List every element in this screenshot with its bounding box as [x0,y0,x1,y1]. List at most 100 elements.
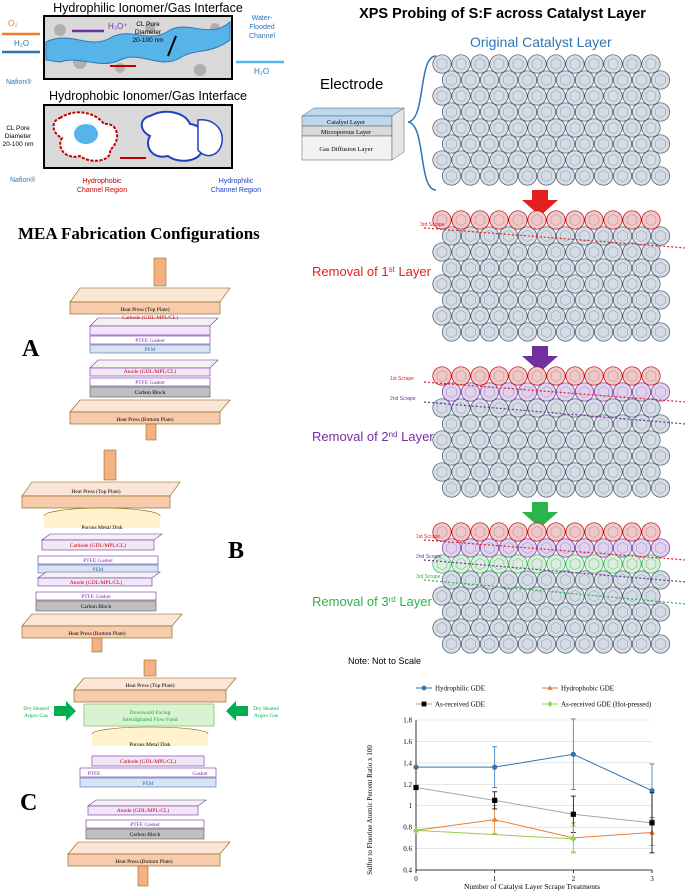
data-point [492,764,498,770]
catalyst-particle [574,446,595,466]
catalyst-particle [565,554,585,574]
catalyst-particle-core [550,122,562,134]
catalyst-particle-core [522,606,533,618]
catalyst-particle-core [655,106,666,118]
catalyst-particle-core [588,622,600,634]
catalyst-particle-core [588,58,600,70]
catalyst-particle [441,258,462,278]
catalyst-particle-core [645,90,657,102]
catalyst-particle [517,258,538,278]
catalyst-particle [451,118,471,138]
note-label: Note: Not to Scale [348,656,421,666]
catalyst-particle-core [455,58,467,70]
catalyst-particle [565,306,585,326]
catalyst-particle-core [617,638,628,650]
catalyst-particle [441,70,462,90]
chart-xlabel: Number of Catalyst Layer Scrape Treatmen… [464,882,600,891]
y-tick-label: 0.4 [403,867,412,875]
catalyst-particle-core [607,558,619,570]
catalyst-particle [631,290,652,310]
catalyst-particle-core [607,434,619,446]
catalyst-particle-core [617,138,628,150]
catalyst-particle-core [636,418,647,430]
press-bottom-a [69,411,221,425]
catalyst-particle [612,602,633,622]
catalyst-particle [593,414,614,434]
catalyst-particle-core [493,434,505,446]
catalyst-particle-core [550,278,562,290]
catalyst-particle-core [522,326,533,338]
catalyst-particle [622,86,642,106]
catalyst-particle-core [569,122,581,134]
catalyst-particle [593,226,614,246]
catalyst-particle-core [455,214,467,226]
catalyst-particle-core [626,622,638,634]
catalyst-particle [612,538,633,558]
catalyst-particle [584,522,604,542]
catalyst-particle [603,86,623,106]
catalyst-particle-core [541,450,552,462]
config-c-label: C [20,790,37,816]
catalyst-particle-core [569,402,581,414]
catalyst-particle [527,118,547,138]
catalyst-particle [527,54,547,74]
catalyst-particle-core [655,74,666,86]
catalyst-particle [650,602,671,622]
catalyst-particle-core [436,90,448,102]
catalyst-particle-core [522,138,533,150]
catalyst-particle [622,274,642,294]
catalyst-particle-core [503,230,514,242]
catalyst-particle-core [607,310,619,322]
catalyst-particle-core [474,246,486,258]
catalyst-particle [555,538,576,558]
catalyst-particle [441,570,462,590]
catalyst-particle-core [550,526,562,538]
catalyst-particle [527,274,547,294]
catalyst-particle [527,430,547,450]
catalyst-particle-core [579,606,590,618]
catalyst-particle-core [579,138,590,150]
catalyst-particle [460,634,481,654]
catalyst-particle-core [446,326,457,338]
catalyst-particle [593,166,614,186]
catalyst-particle [479,570,500,590]
y-tick-label: 1 [409,802,413,810]
hydrophilic-pore [140,110,208,162]
data-point [492,797,498,803]
catalyst-particle [470,430,490,450]
catalyst-particle-core [626,154,638,166]
legend-label: Hydrophilic GDE [435,685,485,693]
pem-a-label: PEM [144,347,155,353]
catalyst-particle [451,462,471,482]
flow-field-label-2: Interdigitated Flow Field [123,717,178,723]
catalyst-particle [460,258,481,278]
catalyst-particle-core [560,230,571,242]
catalyst-particle [432,554,452,574]
catalyst-particle [565,274,585,294]
catalyst-particle [527,398,547,418]
catalyst-particle [517,226,538,246]
catalyst-particle-core [465,230,476,242]
catalyst-particle-core [512,154,524,166]
catalyst-particle-core [636,606,647,618]
catalyst-particle-core [436,622,448,634]
catalyst-particle-core [569,90,581,102]
catalyst-particle-core [569,310,581,322]
catalyst-particle [584,306,604,326]
catalyst-particle-core [607,590,619,602]
press-top-b-label: Heat Press (Top Plate) [71,488,120,495]
arrow-green [522,502,558,528]
catalyst-particle-core [503,638,514,650]
catalyst-particle [546,366,566,386]
catalyst-particle-core [655,170,666,182]
catalyst-particle [584,554,604,574]
catalyst-particle-core [455,558,467,570]
catalyst-particle-core [522,418,533,430]
catalyst-particle-core [598,326,609,338]
catalyst-particle-core [541,230,552,242]
catalyst-particle [527,306,547,326]
catalyst-particle [489,522,509,542]
carbon-block-c [85,828,205,840]
catalyst-particle-core [503,74,514,86]
catalyst-particle-core [550,402,562,414]
